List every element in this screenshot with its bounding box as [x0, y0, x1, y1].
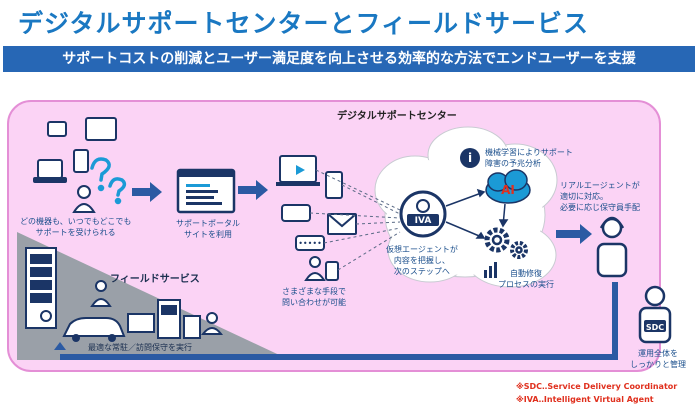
manage-label: 運用全体を しっかりと管理	[630, 349, 686, 369]
ai-cloud-icon	[485, 169, 531, 204]
sdc-label: SDC	[646, 323, 664, 332]
footnote-sdc: ※SDC‥Service Delivery Coordinator	[516, 382, 678, 391]
auto-repair-label: 自動修復 プロセスの実行	[498, 269, 554, 289]
subtitle-banner: サポートコストの削減とユーザー満足度を向上させる効率的な方法でエンドユーザーを支…	[3, 46, 695, 72]
iva-badge	[399, 190, 447, 238]
iva-label: IVA	[415, 216, 432, 226]
field-service-title: フィールドサービス	[110, 274, 200, 285]
channels-label: さまざまな手段で 問い合わせが可能	[282, 287, 346, 307]
page-title: デジタルサポートセンターとフィールドサービス	[18, 9, 590, 38]
sdc-person-icon	[638, 285, 672, 344]
portal-label: サポートポータル サイトを利用	[176, 219, 240, 239]
real-agent-label: リアルエージェントが 適切に対応。 必要に応じ保守員手配	[560, 181, 640, 212]
svg-text:•••••: •••••	[298, 239, 322, 248]
footnote-iva: ※IVA‥Intelligent Virtual Agent	[516, 395, 654, 404]
any-device-label: どの機器も、いつでもどこでも サポートを受けられる	[20, 217, 132, 237]
portal-screen-icon	[176, 168, 236, 214]
digital-support-center-title: デジタルサポートセンター	[337, 111, 457, 122]
channel-icons: •••••	[276, 155, 357, 281]
field-service-area	[17, 232, 290, 360]
support-agent-icon	[596, 216, 628, 278]
service-car-icon	[62, 317, 126, 342]
cloud-flow-arrow	[445, 188, 509, 239]
connector-lines	[309, 169, 401, 271]
ai-label: AI	[501, 183, 515, 197]
question-icon	[90, 157, 127, 205]
flow-arrow	[132, 180, 592, 244]
optimal-maintenance-label: 最適な常駐／訪問保守を実行	[88, 343, 192, 352]
svg-text:i: i	[468, 151, 472, 165]
ml-label: 機械学習によりサポート 障害の予兆分析	[485, 148, 573, 168]
machine-icon	[127, 299, 201, 339]
virtual-agent-label: 仮想エージェントが 内容を把握し、 次のステップへ	[386, 245, 458, 276]
user-icon	[72, 185, 96, 213]
chart-icon	[484, 262, 497, 278]
devices-icon	[33, 117, 117, 183]
technician-icon	[40, 280, 224, 335]
gear-icon	[484, 227, 528, 259]
info-icon	[460, 148, 480, 168]
